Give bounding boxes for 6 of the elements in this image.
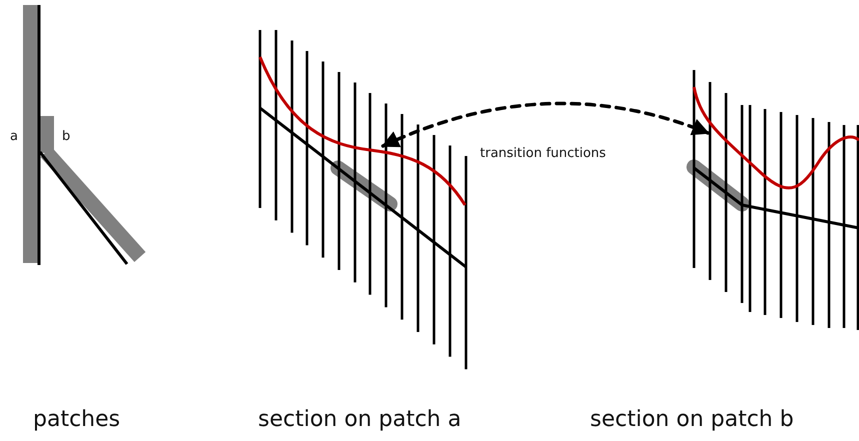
dashed-arrow (381, 102, 710, 148)
caption: patches (33, 408, 120, 432)
part-label: b (62, 130, 70, 144)
part-label: a (10, 130, 18, 144)
node-label: section on patch a (258, 408, 462, 432)
node-label: section on patch b (590, 408, 794, 432)
